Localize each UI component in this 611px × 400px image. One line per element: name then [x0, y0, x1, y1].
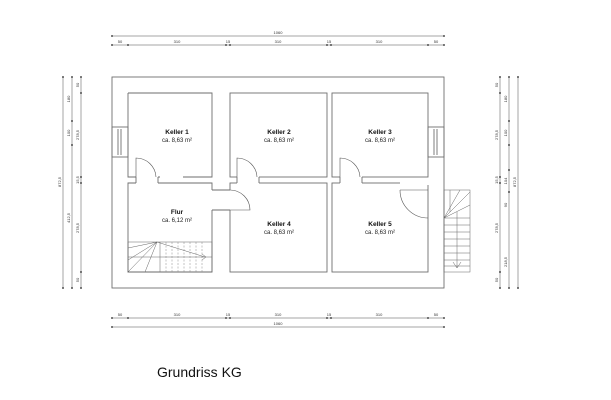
door-keller-3-icon	[339, 157, 361, 178]
dim-top-seg: 310	[174, 39, 181, 44]
room-labels: Keller 1 ca. 8,63 m² Keller 2 ca. 8,63 m…	[162, 129, 395, 236]
door-openings	[136, 175, 430, 210]
windows	[111, 126, 445, 158]
window-left-icon	[111, 126, 129, 158]
room-area-keller-3: ca. 8,63 m²	[365, 138, 395, 144]
dim-top-seg: 310	[275, 39, 282, 44]
dim-bottom-seg: 310	[376, 312, 383, 317]
dim-top-seg: 50	[434, 39, 439, 44]
dim-right-inner: 15,5	[494, 175, 499, 184]
room-area-keller-2: ca. 8,63 m²	[264, 138, 294, 144]
dim-top-seg: 50	[118, 39, 123, 44]
keller-5-outline	[331, 182, 429, 273]
keller-2-outline	[229, 92, 328, 178]
keller-4-outline	[229, 182, 328, 273]
dim-left-mid: 180	[66, 95, 71, 102]
dim-left-inner: 50	[75, 277, 80, 282]
dim-right-inner: 278,5	[494, 222, 499, 233]
top-dimension-lines: 1060 50 310 15 310 15 310 50	[111, 30, 445, 46]
dim-right-mid: 90	[503, 202, 508, 207]
dim-left-inner: 278,5	[75, 129, 80, 140]
doors	[135, 157, 429, 219]
outer-wall	[111, 76, 445, 289]
door-keller-4-icon	[229, 189, 251, 211]
room-label-keller-5: Keller 5	[368, 221, 392, 228]
dim-right-inner: 50	[494, 277, 499, 282]
dim-right-total: 872,5	[512, 176, 517, 187]
exterior-stair-icon	[443, 189, 471, 273]
room-label-keller-3: Keller 3	[368, 129, 392, 136]
dim-right-mid: 100	[503, 129, 508, 136]
right-dimension-lines: 50 278,5 15,5 278,5 50 180 100 104 90 21…	[494, 76, 519, 289]
dim-right-mid: 180	[503, 95, 508, 102]
room-label-keller-4: Keller 4	[267, 221, 291, 228]
dim-left-mid: 412,5	[66, 212, 71, 223]
door-keller-1-icon	[135, 157, 157, 178]
dim-bottom-seg: 15	[327, 312, 332, 317]
dim-top-seg: 310	[376, 39, 383, 44]
room-area-keller-5: ca. 8,63 m²	[365, 230, 395, 236]
dim-top-total: 1060	[274, 30, 284, 35]
room-area-flur: ca. 6,12 m²	[162, 218, 192, 224]
dim-right-mid: 104	[503, 177, 508, 184]
dim-left-inner: 278,5	[75, 222, 80, 233]
room-label-keller-2: Keller 2	[267, 129, 291, 136]
window-right-icon	[427, 126, 445, 158]
bottom-dimension-lines: 50 310 15 310 15 310 50 1060	[111, 312, 445, 328]
left-dimension-lines: 872,5 180 100 412,5 50 278,5 15,5 278,5 …	[57, 76, 82, 289]
dim-right-mid: 218,5	[503, 256, 508, 267]
dim-bottom-seg: 310	[174, 312, 181, 317]
dim-bottom-total: 1060	[274, 321, 284, 326]
dim-left-inner: 15,5	[75, 175, 80, 184]
interior-stair-icon	[127, 241, 213, 273]
dim-top-seg: 15	[226, 39, 231, 44]
dim-left-total: 872,5	[57, 176, 62, 187]
dim-bottom-seg: 15	[226, 312, 231, 317]
room-label-keller-1: Keller 1	[165, 129, 189, 136]
door-jambs	[135, 177, 363, 211]
plan-title: Grundriss KG	[157, 364, 242, 380]
door-keller-2-icon	[236, 157, 258, 178]
dim-bottom-seg: 50	[434, 312, 439, 317]
room-outlines	[127, 92, 429, 273]
dim-top-seg: 15	[327, 39, 332, 44]
dim-right-inner: 50	[494, 82, 499, 87]
dim-right-inner: 278,5	[494, 129, 499, 140]
dim-bottom-seg: 50	[118, 312, 123, 317]
room-area-keller-4: ca. 8,63 m²	[264, 230, 294, 236]
room-label-flur: Flur	[171, 209, 184, 216]
dim-bottom-seg: 310	[275, 312, 282, 317]
dim-left-inner: 50	[75, 82, 80, 87]
room-area-keller-1: ca. 8,63 m²	[162, 138, 192, 144]
door-keller-5-icon	[399, 189, 429, 219]
dim-left-mid: 100	[66, 129, 71, 136]
